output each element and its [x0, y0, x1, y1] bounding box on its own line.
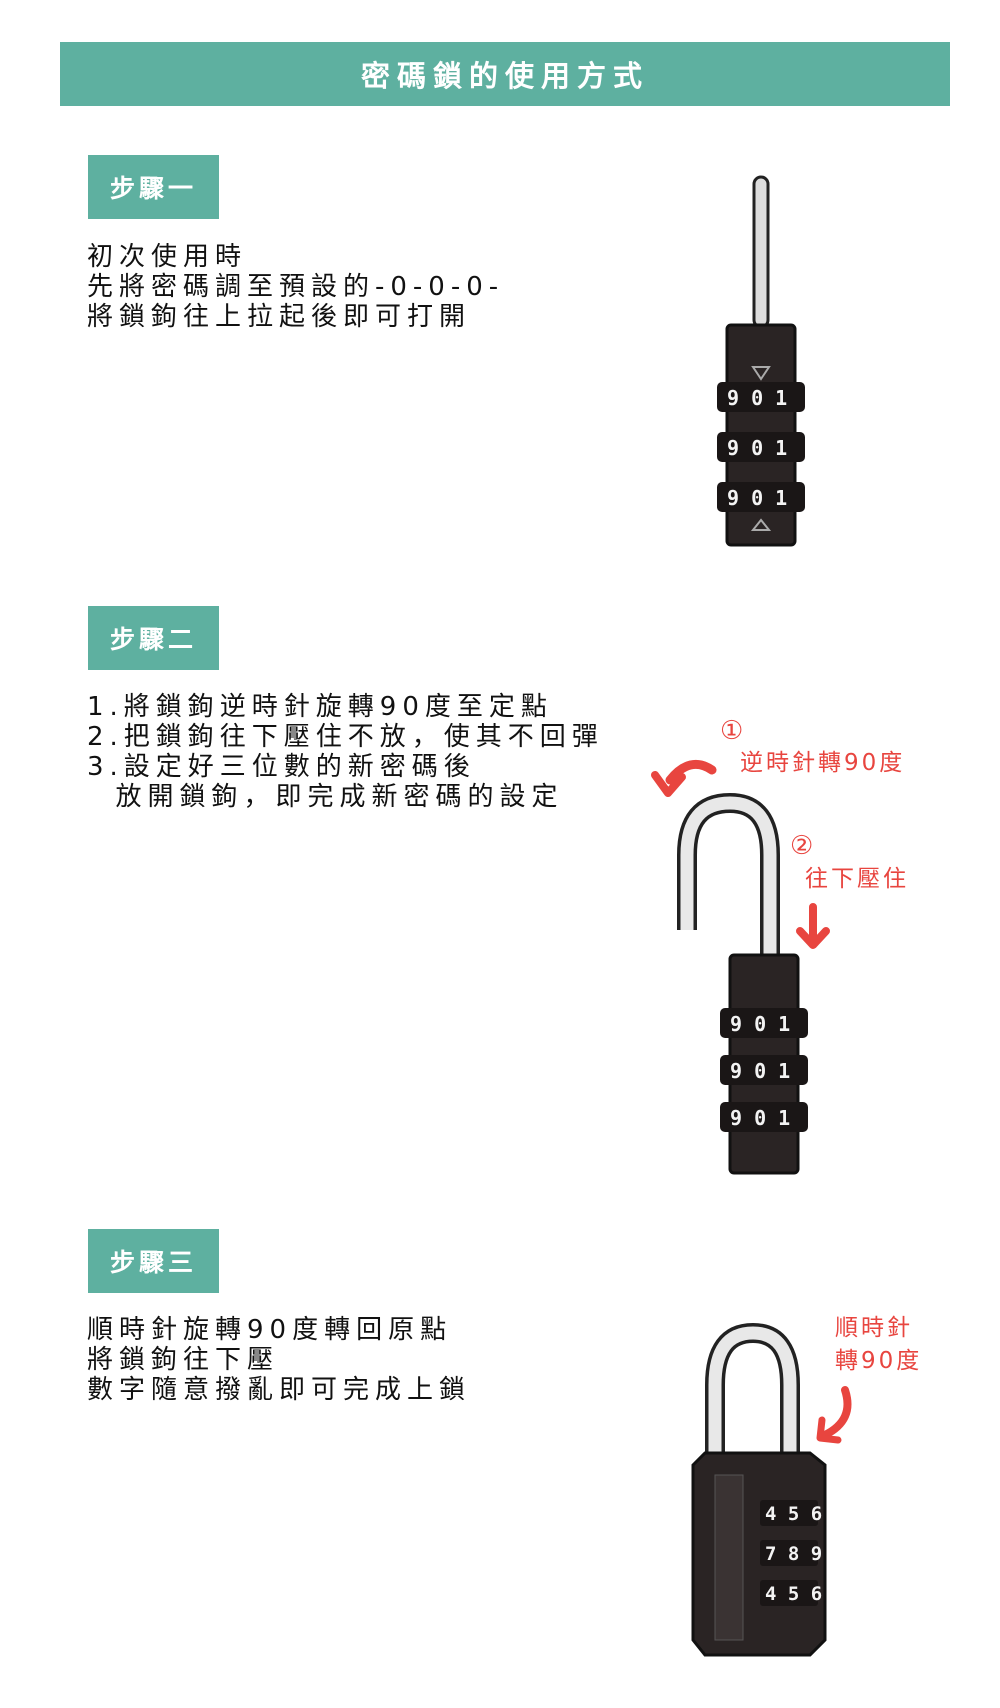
svg-text:4 5 6: 4 5 6	[765, 1503, 822, 1525]
step-2-line: 3.設定好三位數的新密碼後	[87, 752, 476, 782]
svg-text:9 0 1: 9 0 1	[730, 1106, 790, 1130]
svg-text:4 5 6: 4 5 6	[765, 1583, 822, 1605]
svg-text:9 0 1: 9 0 1	[727, 386, 787, 410]
annotation-press-down: 往下壓住	[805, 866, 909, 892]
svg-text:7 8 9: 7 8 9	[765, 1543, 822, 1565]
step-1-line: 將鎖鉤往上拉起後即可打開	[87, 302, 472, 332]
step-1-line: 先將密碼調至預設的-0-0-0-	[87, 272, 505, 302]
lock-illustration-pulled-up: 9 0 1 9 0 1 9 0 1	[717, 175, 805, 547]
step-2-line: 放開鎖鉤，即完成新密碼的設定	[87, 782, 564, 812]
annotation-clockwise-1: 順時針	[835, 1315, 913, 1341]
svg-text:9 0 1: 9 0 1	[727, 436, 787, 460]
svg-text:9 0 1: 9 0 1	[727, 486, 787, 510]
step-3-badge: 步驟三	[88, 1229, 219, 1293]
step-2-badge: 步驟二	[88, 606, 219, 670]
lock-illustration-rotated: 9 0 1 9 0 1 9 0 1	[677, 792, 808, 1175]
step-2-line: 1.將鎖鉤逆時針旋轉90度至定點	[87, 692, 553, 722]
annotation-counterclockwise: 逆時針轉90度	[740, 750, 906, 776]
step-3-line: 順時針旋轉90度轉回原點	[87, 1315, 453, 1345]
step-1-text: 初次使用時 先將密碼調至預設的-0-0-0- 將鎖鉤往上拉起後即可打開	[87, 242, 504, 332]
svg-text:9 0 1: 9 0 1	[730, 1059, 790, 1083]
page-title: 密碼鎖的使用方式	[60, 42, 950, 106]
down-arrow-icon	[796, 903, 830, 949]
svg-text:9 0 1: 9 0 1	[730, 1012, 790, 1036]
step-2-text: 1.將鎖鉤逆時針旋轉90度至定點 2.把鎖鉤往下壓住不放，使其不回彈 3.設定好…	[87, 692, 604, 812]
annotation-clockwise-2: 轉90度	[835, 1348, 923, 1374]
lock-illustration-locked: 4 5 6 7 8 9 4 5 6	[691, 1322, 827, 1657]
step-3-line: 數字隨意撥亂即可完成上鎖	[87, 1375, 472, 1405]
step-3-text: 順時針旋轉90度轉回原點 將鎖鉤往下壓 數字隨意撥亂即可完成上鎖	[87, 1315, 471, 1405]
step-1-line: 初次使用時	[87, 242, 248, 272]
step-2-line: 2.把鎖鉤往下壓住不放，使其不回彈	[87, 722, 604, 752]
counterclockwise-arrow-icon	[651, 759, 717, 797]
clockwise-arrow-icon	[816, 1386, 852, 1444]
step-number-1: ①	[720, 716, 747, 746]
step-3-line: 將鎖鉤往下壓	[87, 1345, 280, 1375]
step-1-badge: 步驟一	[88, 155, 219, 219]
step-number-2: ②	[790, 831, 817, 861]
